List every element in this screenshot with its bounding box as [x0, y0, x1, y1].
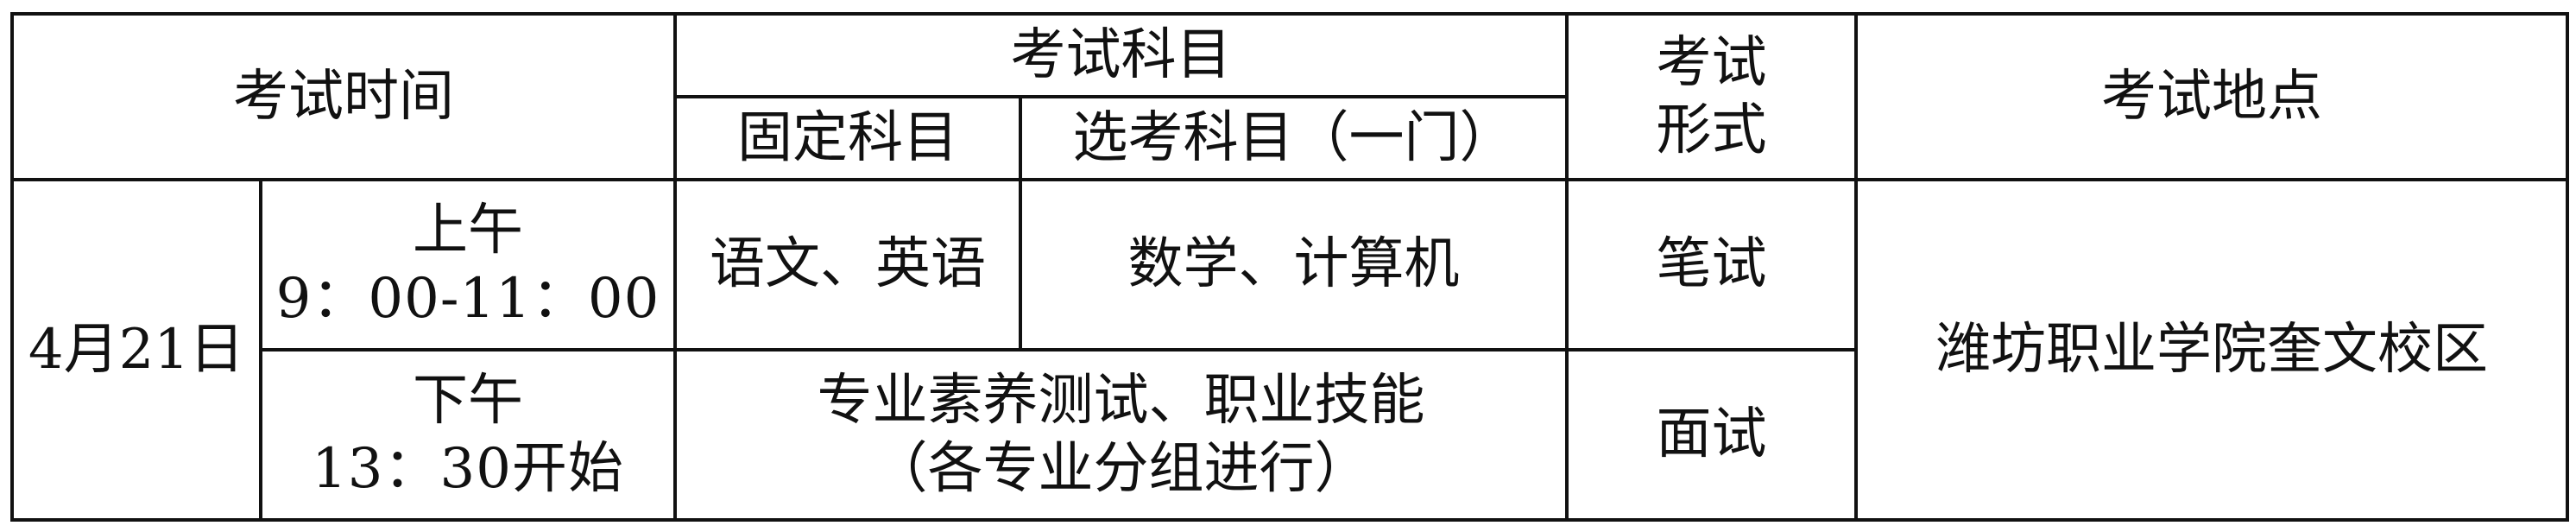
afternoon-subjects-line1: 专业素养测试、职业技能 [817, 369, 1425, 434]
header-elective-subjects: 选考科目（一门） [1019, 95, 1569, 181]
header-exam-location: 考试地点 [1854, 12, 2569, 181]
header-exam-form: 考试 形式 [1565, 12, 1858, 181]
afternoon-subjects-line2: （各专业分组进行） [872, 436, 1370, 501]
exam-location-cell: 潍坊职业学院奎文校区 [1854, 178, 2569, 522]
fixed-subjects-cell: 语文、英语 [673, 178, 1022, 352]
afternoon-exam-form: 面试 [1565, 348, 1858, 522]
table-row-afternoon: 下午 13：30开始 专业素养测试、职业技能 （各专业分组进行） 面试 [12, 348, 2567, 522]
header-exam-form-line1: 考试 [1656, 30, 1767, 95]
header-exam-form-line2: 形式 [1656, 98, 1767, 162]
header-row: 考试时间 考试科目 考试 形式 考试地点 [10, 12, 2569, 181]
exam-date: 4月21日 [10, 178, 262, 522]
exam-schedule-table: 考试时间 考试科目 考试 形式 考试地点 固定科目 选考科目（一门） 4月21日… [10, 12, 2569, 522]
afternoon-session-label: 下午 [413, 369, 523, 434]
morning-exam-form: 笔试 [1565, 178, 1858, 352]
morning-time-range: 9：00-11：00 [275, 266, 660, 331]
elective-subjects-cell: 数学、计算机 [1019, 178, 1569, 352]
header-exam-time: 考试时间 [10, 12, 677, 181]
morning-session-time: 上午 9：00-11：00 [259, 178, 677, 352]
afternoon-session-time: 下午 13：30开始 [259, 348, 677, 522]
afternoon-subjects-cell: 专业素养测试、职业技能 （各专业分组进行） [673, 348, 1569, 522]
afternoon-time-range: 13：30开始 [312, 436, 624, 501]
subheader-row: 固定科目 选考科目（一门） [12, 95, 2567, 181]
morning-session-label: 上午 [413, 199, 523, 263]
header-exam-subjects: 考试科目 [673, 12, 1569, 98]
header-fixed-subjects: 固定科目 [673, 95, 1022, 181]
table-row-morning: 4月21日 上午 9：00-11：00 语文、英语 数学、计算机 笔试 潍坊职业… [10, 178, 2569, 522]
